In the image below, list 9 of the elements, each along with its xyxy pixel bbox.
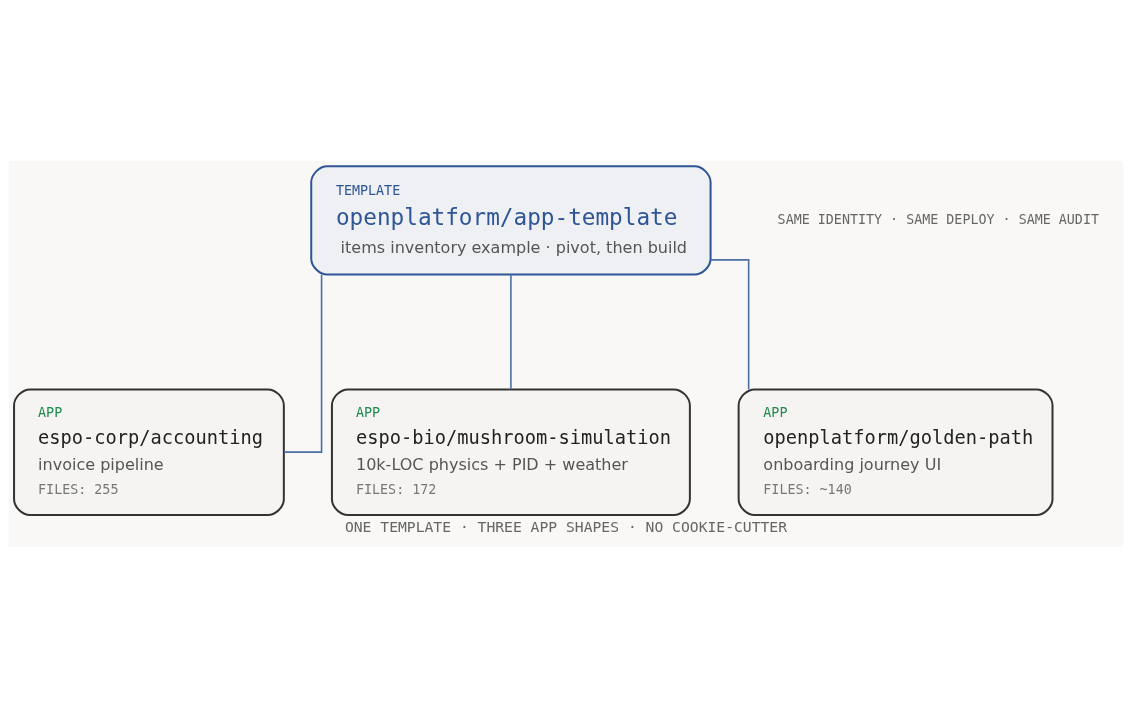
node-box: TEMPLATE openplatform/app-template items inventory example · pivot, then build [310,165,712,276]
node-box: APP espo-corp/accounting invoice pipeline FILES: 255 [13,388,285,516]
node-box: APP espo-bio/mushroom-simulation 10k-LOC physics + PID + weather FILES: 172 [330,388,691,516]
node-box: APP openplatform/golden-path onboarding journey UI FILES: ~140 [737,388,1054,516]
connector [710,259,750,390]
label: SAME IDENTITY · SAME DEPLOY · SAME AUDIT [777,211,1099,227]
caption: ONE TEMPLATE · THREE APP SHAPES · NO COOKIE-CUTTER [344,518,788,536]
connector [510,273,512,390]
connector [283,273,323,453]
